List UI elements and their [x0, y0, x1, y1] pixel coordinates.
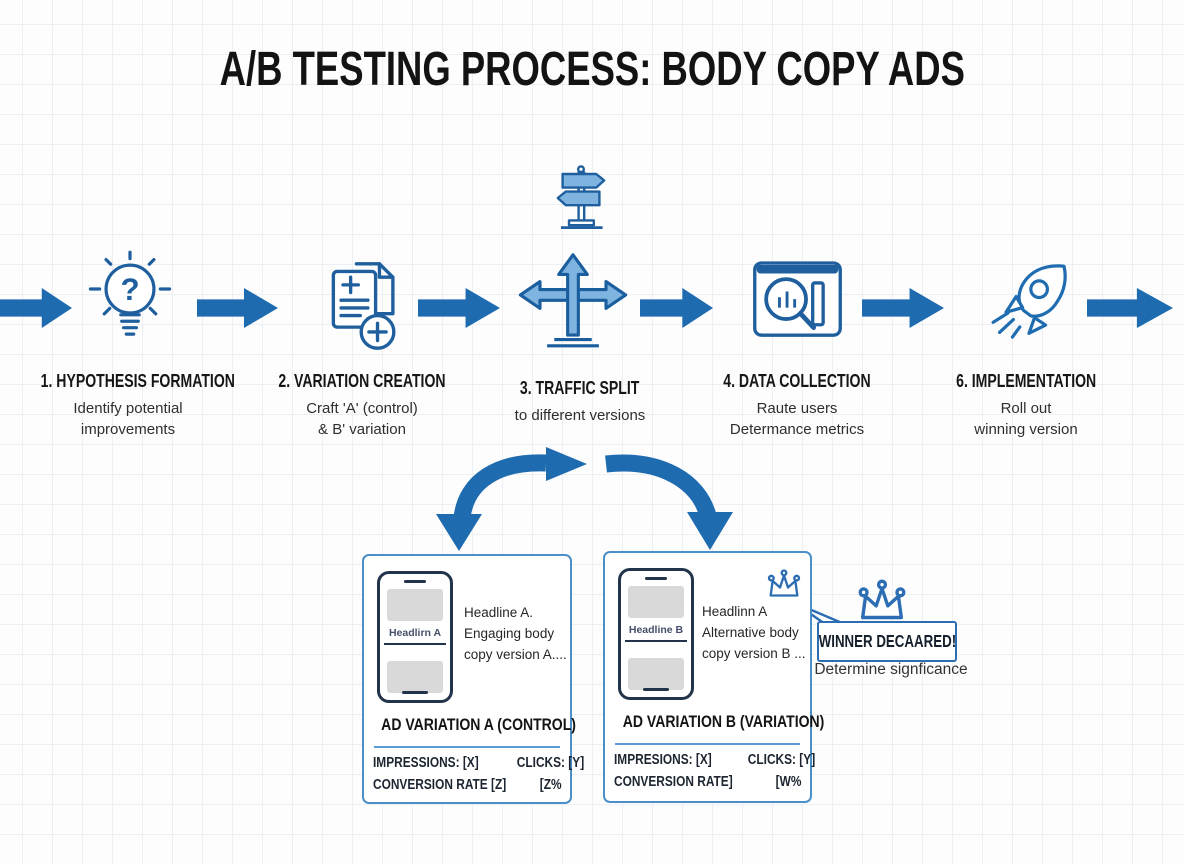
step-title: 2. VARIATION CREATION: [278, 370, 446, 391]
flow-arrow-5: [862, 287, 944, 329]
phone-mockup-a: Headlirn A: [377, 571, 453, 703]
phone-speaker: [645, 577, 667, 580]
step-1-hypothesis-formation: 1. HYPOTHESIS FORMATION Identify potenti…: [10, 370, 246, 440]
conversion-rate-value: [Z%: [540, 777, 563, 793]
metrics-row: IMPRESSIONS: [X] CLICKS: [Y]: [373, 752, 584, 774]
ad-image-placeholder: [387, 661, 443, 693]
conversion-label: CONVERSION RATE]: [614, 774, 733, 790]
clicks-value: CLICKS: [Y]: [516, 755, 585, 771]
crown-icon: [853, 576, 911, 635]
flow-arrow-6: [1087, 287, 1173, 329]
step-title: 4. DATA COLLECTION: [723, 370, 871, 391]
phone-mockup-b: Headline B: [618, 568, 694, 700]
split-arrow-to-variant-b: [605, 454, 733, 550]
ad-variation-b-card: Headline B Headlinn A Alternative body c…: [603, 551, 825, 803]
rocket-icon: [983, 256, 1075, 355]
divider: [615, 743, 800, 745]
lightbulb-question-icon: ?: [84, 250, 176, 357]
conversion-label: CONVERSION RATE [Z]: [373, 777, 507, 793]
flow-arrow-1: [0, 287, 72, 329]
phone-headline-label: Headline B: [625, 624, 687, 642]
step-3-traffic-split: 3. TRAFFIC SPLIT to different versions: [462, 377, 698, 426]
question-mark-glyph: ?: [120, 272, 139, 307]
metrics-row: IMPRESIONS: [X] CLICKS: [Y]: [614, 749, 815, 771]
flow-arrow-4: [640, 287, 713, 329]
page-title: A/B TESTING PROCESS: BODY COPY ADS: [0, 42, 1184, 97]
impressions-value: IMPRESIONS: [X]: [614, 752, 712, 768]
significance-note: Determine signficance: [814, 661, 968, 678]
ad-copy-a: Headline A. Engaging body copy version A…: [464, 605, 567, 662]
ad-copy-b: Headlinn A Alternative body copy version…: [702, 604, 806, 661]
step-subtitle: Craft 'A' (control)& B' variation: [306, 400, 418, 438]
document-plus-icon: [318, 256, 414, 361]
step-title: 1. HYPOTHESIS FORMATION: [40, 370, 235, 391]
ad-image-placeholder: [628, 658, 684, 690]
phone-headline-label: Headlirn A: [384, 627, 446, 645]
card-a-metrics: IMPRESSIONS: [X] CLICKS: [Y] CONVERSION …: [373, 752, 584, 796]
ad-image-placeholder: [628, 586, 684, 618]
divider: [374, 746, 560, 748]
step-title: 6. IMPLEMENTATION: [955, 370, 1097, 391]
card-b-metrics: IMPRESIONS: [X] CLICKS: [Y] CONVERSION R…: [614, 749, 815, 793]
conversion-rate-value: [W%: [775, 774, 801, 790]
flow-arrow-2: [197, 287, 278, 329]
signpost-icon: [545, 158, 617, 243]
step-subtitle: to different versions: [514, 407, 646, 424]
flow-arrow-3: [418, 287, 500, 329]
phone-speaker: [404, 580, 426, 583]
page-title-text: A/B TESTING PROCESS: BODY COPY ADS: [219, 43, 965, 96]
impressions-value: IMPRESSIONS: [X]: [373, 755, 479, 771]
phone-home-bar: [643, 688, 669, 691]
card-b-caption: AD VARIATION B (VARIATION): [622, 713, 825, 731]
metrics-row: CONVERSION RATE [Z] [Z%: [373, 774, 563, 796]
clicks-value: CLICKS: [Y]: [748, 752, 816, 768]
phone-home-bar: [402, 691, 428, 694]
data-search-icon: [750, 258, 845, 349]
split-arrow-to-variant-a: [436, 447, 587, 551]
card-a-caption: AD VARIATION A (CONTROL): [381, 716, 576, 734]
step-2-variation-creation: 2. VARIATION CREATION Craft 'A' (control…: [244, 370, 480, 440]
metrics-row: CONVERSION RATE] [W%: [614, 771, 801, 793]
crown-icon: [764, 567, 804, 609]
ad-image-placeholder: [387, 589, 443, 621]
ad-variation-a-card: Headlirn A Headline A. Engaging body cop…: [362, 554, 584, 804]
traffic-split-icon: [515, 250, 631, 361]
step-title: 3. TRAFFIC SPLIT: [520, 377, 640, 398]
winner-declared-badge: WINNER DECAARED!: [817, 621, 957, 662]
